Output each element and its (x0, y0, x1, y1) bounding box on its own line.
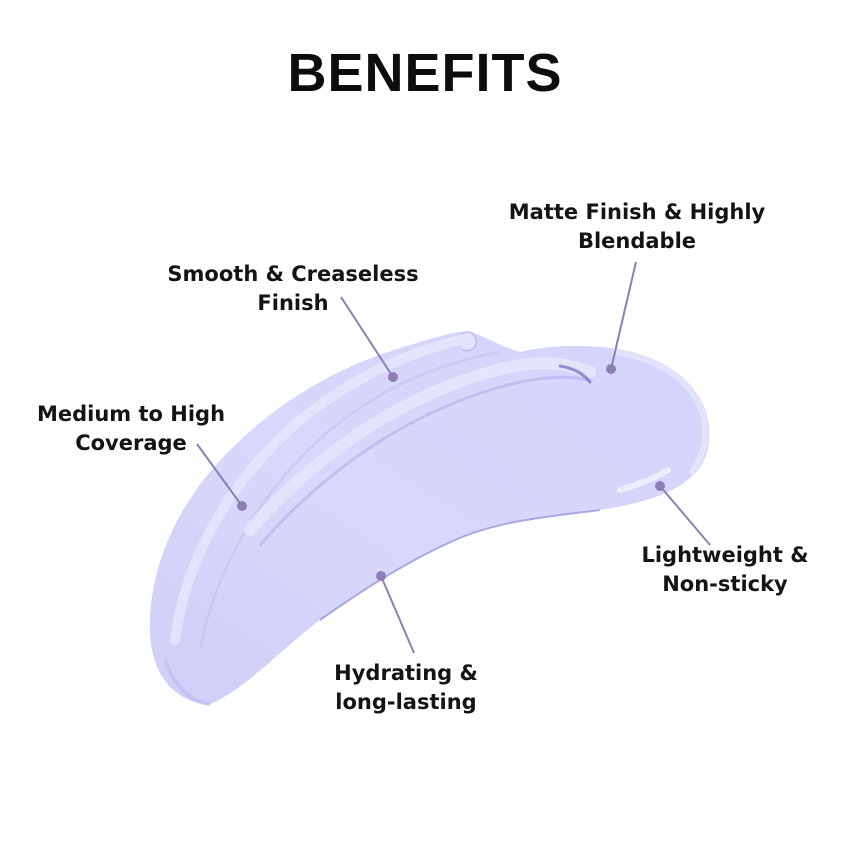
benefit-line-2: long-lasting (335, 690, 477, 714)
benefit-line-1: Smooth & Creaseless (167, 262, 419, 286)
leader-lines (196, 261, 711, 654)
benefit-line-2: Coverage (75, 431, 187, 455)
leader-line-matte (610, 261, 637, 370)
dot-lightweight (655, 481, 665, 491)
leader-line-smooth (340, 296, 394, 378)
benefit-coverage: Medium to High Coverage (37, 400, 225, 458)
leader-line-hydrating (380, 575, 415, 654)
leader-line-coverage (196, 443, 243, 507)
dot-smooth (388, 372, 398, 382)
benefit-line-1: Hydrating & (334, 661, 478, 685)
dot-coverage (237, 501, 247, 511)
leader-dots (237, 364, 665, 581)
benefit-hydrating: Hydrating & long-lasting (334, 659, 478, 717)
leader-line-lightweight (659, 485, 711, 546)
benefit-line-1: Medium to High (36, 402, 226, 426)
benefit-line-2: Non-sticky (662, 572, 788, 596)
benefit-smooth-creaseless: Smooth & Creaseless Finish (167, 260, 418, 318)
swatch-left-ridge (170, 335, 465, 645)
benefit-matte-finish: Matte Finish & Highly Blendable (509, 198, 765, 256)
page-title: BENEFITS (287, 43, 563, 103)
benefit-line-1: Lightweight & (641, 543, 809, 567)
benefit-lightweight: Lightweight & Non-sticky (641, 541, 808, 599)
benefit-line-1: Matte Finish & Highly (508, 200, 766, 224)
benefit-line-2: Finish (257, 291, 329, 315)
dot-matte (606, 364, 616, 374)
swatch-upper-fold (244, 357, 596, 536)
benefit-line-2: Blendable (577, 229, 697, 253)
dot-hydrating (376, 571, 386, 581)
swatch-right-edge (611, 349, 709, 476)
swatch-lower-edge-shadow (319, 509, 601, 621)
